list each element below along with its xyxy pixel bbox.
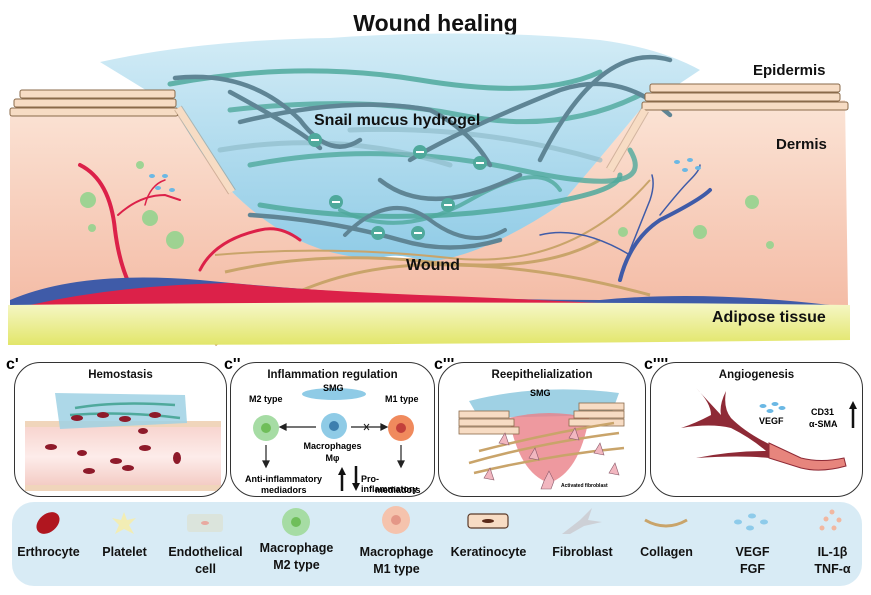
macrophage-m2-icon	[282, 508, 310, 536]
dermis-label: Dermis	[776, 136, 827, 153]
cd31-label: CD31	[811, 407, 835, 417]
wound-label: Wound	[406, 257, 460, 274]
activated-fibroblast-label: Activated fibroblast	[561, 483, 608, 489]
legend-item-keratinocyte: Keratinocyte	[451, 502, 526, 586]
adipose-layer	[8, 302, 850, 345]
anti-inflammatory-label: Anti-inflammatory	[245, 474, 323, 484]
hydrogel-label: Snail mucus hydrogel	[314, 112, 481, 129]
macrophage-m1-icon	[382, 506, 410, 534]
panel-reepithelialization: Reepithelialization SMG Activated fibrob…	[438, 362, 646, 497]
trend-down-arrow	[352, 466, 360, 491]
adipose-label: Adipose tissue	[712, 309, 826, 326]
vegf-label: VEGF	[759, 416, 784, 426]
epidermis-right	[641, 83, 849, 111]
epidermis-label: Epidermis	[753, 62, 826, 79]
macrophage-label: Macrophages	[303, 441, 362, 451]
angiogenesis-illustration	[681, 388, 857, 471]
negative-charges	[308, 133, 487, 240]
smg-label: SMG	[323, 383, 344, 393]
inflammation-illustration	[253, 388, 414, 491]
panel-inflammation-regulation: Inflammation regulation SMG M2 type M1 t…	[230, 362, 435, 497]
keratinocyte-icon	[467, 513, 509, 529]
smg-label: SMG	[530, 388, 551, 398]
hydrogel-fibers	[167, 54, 673, 250]
panel-tag-hemostasis: c'	[6, 356, 19, 373]
panel-tag-inflammation: c''	[224, 356, 241, 373]
panel-title: Hemostasis	[88, 369, 153, 381]
panel-title: Reepithelialization	[491, 369, 593, 381]
reepithelialization-illustration	[458, 389, 625, 490]
trend-up-arrow	[849, 401, 857, 428]
erythrocyte-icon	[36, 512, 60, 534]
vegf-fgf-icon	[734, 513, 768, 531]
m1-label: M1 type	[385, 394, 419, 404]
legend-item-fibroblast: Fibroblast	[552, 502, 613, 586]
collagen-icon	[644, 518, 688, 528]
macrophages-m2	[80, 161, 774, 249]
artery-branches	[78, 163, 302, 297]
panel-angiogenesis: Angiogenesis VEGF CD31 α-SMA	[650, 362, 863, 497]
legend-item-collagen: Collagen	[640, 502, 693, 586]
vein-branches	[539, 164, 712, 282]
epidermis-left	[9, 89, 179, 117]
m2-label: M2 type	[249, 394, 283, 404]
macrophage-symbol: Mφ	[325, 453, 340, 463]
alpha-sma-label: α-SMA	[809, 419, 838, 429]
fibroblast-icon	[562, 508, 602, 534]
pro-inflammatory-label-2: mediadors	[375, 485, 421, 495]
cytokine-icon	[819, 509, 842, 531]
panel-title: Angiogenesis	[718, 369, 795, 381]
wound-illustration	[8, 33, 850, 347]
endothelial-cell-icon	[187, 514, 223, 532]
legend-item-platelet: Platelet	[102, 502, 147, 586]
panel-title: Inflammation regulation	[267, 369, 398, 381]
pro-inflammatory-label: Pro-inflammatory	[361, 474, 418, 494]
legend-item-erythrocyte: Erthrocyte	[17, 502, 80, 586]
figure-title: Wound healing	[353, 10, 518, 36]
platelet-icon	[112, 512, 136, 534]
trend-up-arrow	[338, 467, 346, 491]
growth-factors	[149, 158, 701, 192]
panel-hemostasis: Hemostasis	[14, 362, 227, 497]
anti-inflammatory-label-2: mediadors	[261, 485, 307, 495]
hemostasis-illustration	[25, 393, 221, 491]
